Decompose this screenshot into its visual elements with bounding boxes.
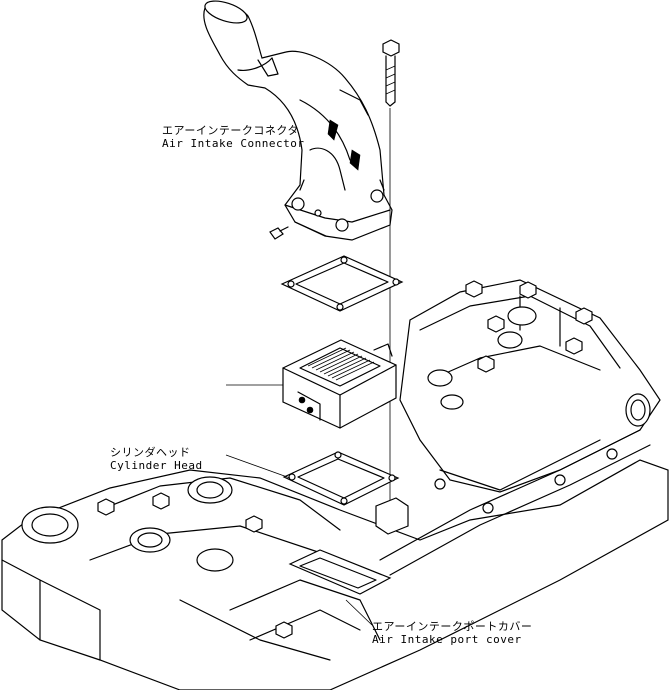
leader-lines: [225, 384, 373, 626]
air-intake-port-cover-label-jp: エアーインテークポートカバー: [372, 620, 533, 633]
cylinder-head-label-jp: シリンダヘッド: [110, 446, 191, 459]
small-screw-part: [269, 226, 289, 240]
air-intake-connector-label: エアーインテークコネクタ Air Intake Connector: [162, 124, 304, 150]
air-intake-port-cover-label: エアーインテークポートカバー Air Intake port cover: [372, 620, 532, 646]
cylinder-head-part: [1, 279, 669, 690]
intake-heater-box-part: [282, 339, 397, 429]
upper-gasket-part: [280, 255, 404, 312]
air-intake-connector-part: [203, 0, 393, 241]
air-intake-port-cover-label-en: Air Intake port cover: [372, 633, 522, 646]
long-bolt-part: [382, 39, 400, 107]
lower-gasket-part: [282, 451, 400, 506]
air-intake-connector-label-jp: エアーインテークコネクタ: [162, 124, 299, 137]
cylinder-head-label: シリンダヘッド Cylinder Head: [110, 446, 203, 472]
air-intake-connector-label-en: Air Intake Connector: [162, 137, 305, 150]
cylinder-head-label-en: Cylinder Head: [110, 459, 203, 472]
